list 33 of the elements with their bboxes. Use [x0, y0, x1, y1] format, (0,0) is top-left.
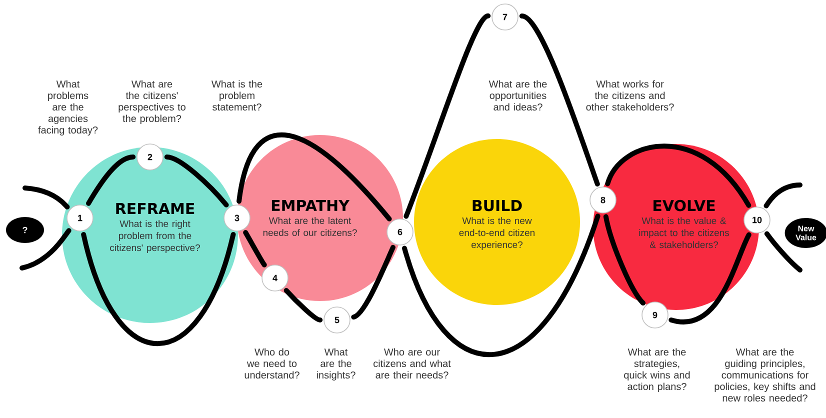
wave-line: [236, 132, 392, 222]
question-text: Who do we need to understand?: [244, 348, 300, 379]
wave-line: [284, 288, 323, 322]
question-text: What are the opportunities and ideas?: [488, 80, 547, 111]
wave-line: [86, 154, 136, 206]
ellipse-badge: ?: [6, 217, 44, 243]
wave-line: [605, 144, 752, 208]
wave-line: [20, 228, 72, 270]
phase-text: EMPATHY What are the latent needs of our citizens?: [263, 200, 357, 236]
phase-text: EVOLVE What is the value & impact to the citizens & stakeholders?: [639, 200, 730, 248]
question-text: What are the citizens' perspectives to the problem?: [118, 80, 186, 124]
wave-line: [668, 232, 752, 324]
wave-line: [351, 244, 396, 320]
question-text: What problems are the agencies facing today?: [38, 80, 98, 136]
phase-text: REFRAME What is the right problem from the citizens' perspective?: [110, 203, 200, 253]
question-text: Who are our citizens and what are their needs?: [374, 348, 451, 379]
wave-line: [402, 214, 600, 357]
ellipse-badge: New Value: [784, 218, 826, 248]
question-text: What is the problem statement?: [212, 80, 262, 111]
question-text: What works for the citizens and other stakeholders?: [586, 80, 674, 111]
wave-line: [243, 230, 267, 268]
question-text: What are the guiding principles, communications for policies, key shifts and new roles needed?: [714, 348, 816, 402]
phase-text: BUILD What is the new end-to-end citizen experience?: [459, 200, 534, 250]
wave-line: [603, 214, 646, 306]
question-text: What are the strategies, quick wins and action plans?: [624, 348, 690, 392]
wave-line: [764, 182, 802, 208]
wave-line: [81, 232, 236, 346]
wave-line: [164, 154, 229, 208]
wave-line: [404, 13, 491, 219]
wave-line: [764, 231, 802, 272]
question-text: What are the insights?: [316, 348, 356, 381]
wave-line: [519, 14, 600, 187]
wave-line: [22, 186, 70, 210]
